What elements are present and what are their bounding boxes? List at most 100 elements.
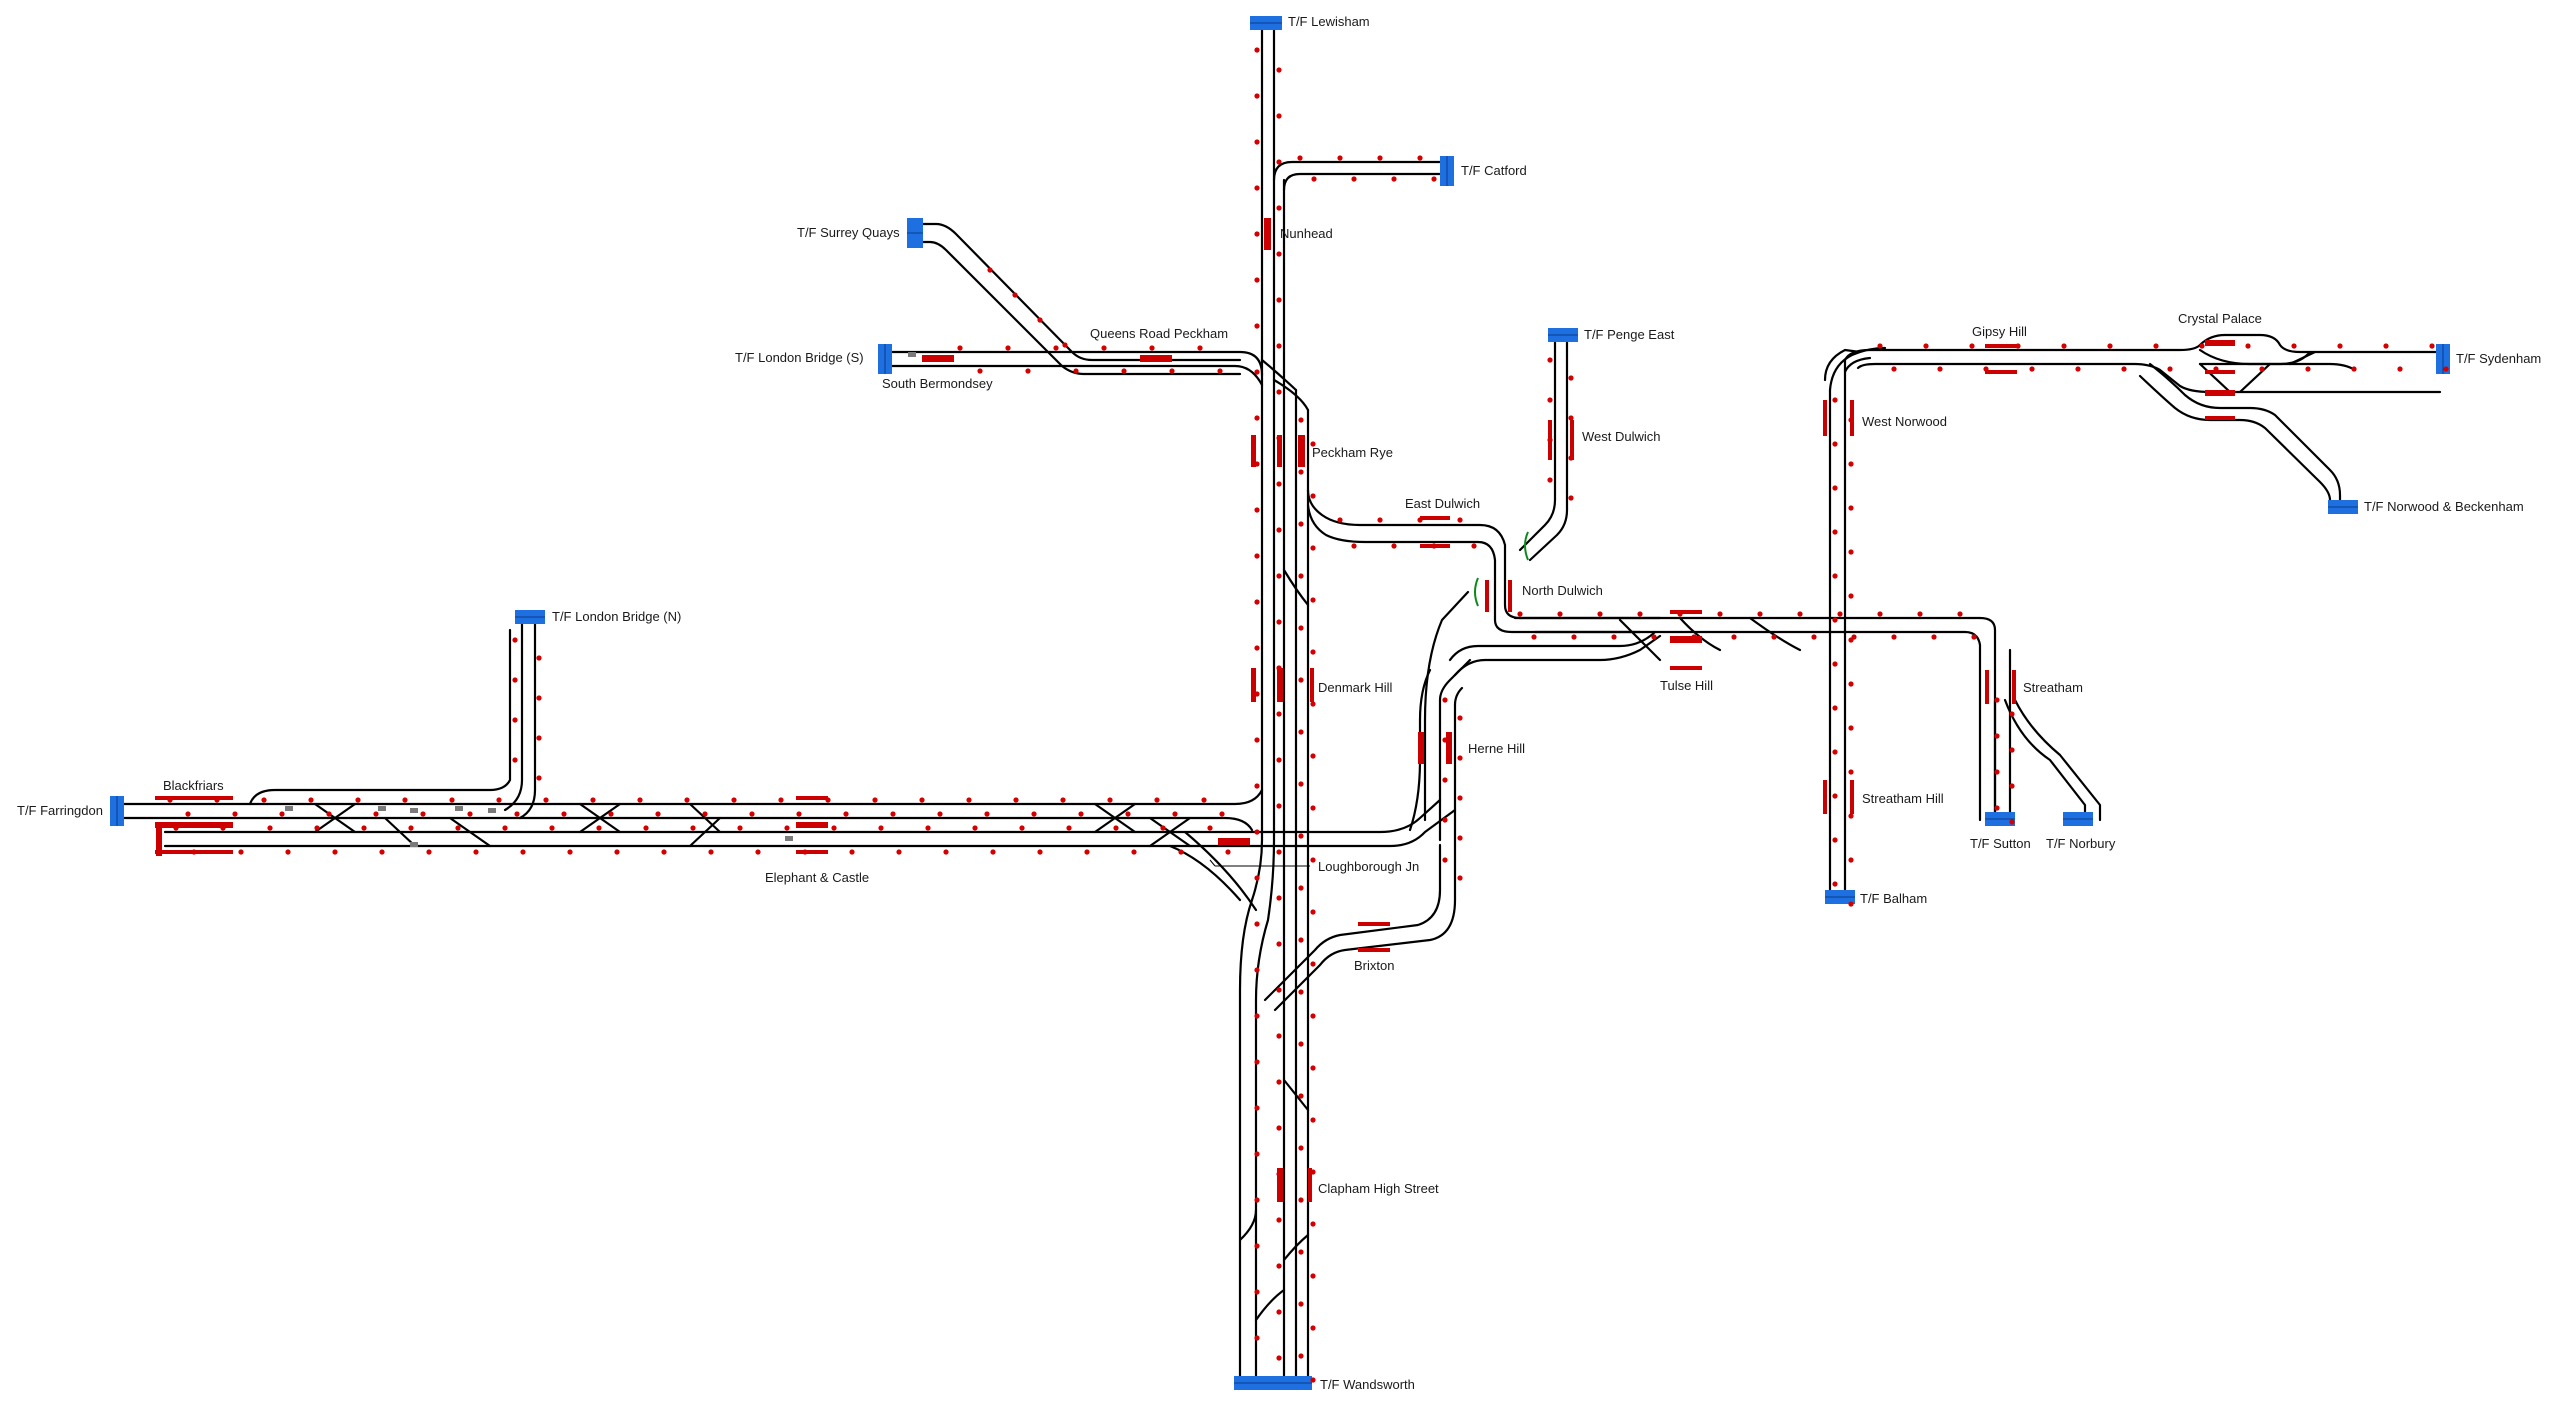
signal-98[interactable] — [173, 825, 179, 831]
signal-119[interactable] — [426, 849, 432, 855]
signal-60[interactable] — [1298, 469, 1304, 475]
signal-102[interactable] — [220, 825, 226, 831]
signal-75[interactable] — [1310, 857, 1316, 863]
signal-152[interactable] — [825, 797, 831, 803]
signal-143[interactable] — [708, 849, 714, 855]
signal-29[interactable] — [1276, 711, 1282, 717]
signal-145[interactable] — [749, 811, 755, 817]
signal-274[interactable] — [1832, 485, 1838, 491]
signal-27[interactable] — [1276, 665, 1282, 671]
signal-256[interactable] — [2153, 343, 2159, 349]
label-lewisham[interactable]: T/F Lewisham — [1288, 14, 1370, 29]
signal-311[interactable] — [1457, 875, 1463, 881]
signal-151[interactable] — [802, 849, 808, 855]
signal-28[interactable] — [1254, 691, 1260, 697]
signal-25[interactable] — [1276, 619, 1282, 625]
signal-147[interactable] — [755, 849, 761, 855]
signal-153[interactable] — [843, 811, 849, 817]
signal-182[interactable] — [1160, 825, 1166, 831]
signal-14[interactable] — [1254, 369, 1260, 375]
signal-30[interactable] — [1254, 737, 1260, 743]
signal-127[interactable] — [520, 849, 526, 855]
signal-314[interactable] — [512, 677, 518, 683]
signal-246[interactable] — [1923, 343, 1929, 349]
signal-242[interactable] — [1957, 611, 1963, 617]
signal-187[interactable] — [1225, 849, 1231, 855]
signal-3[interactable] — [1276, 113, 1282, 119]
signal-217[interactable] — [1431, 543, 1437, 549]
signal-177[interactable] — [1125, 811, 1131, 817]
signal-100[interactable] — [214, 797, 220, 803]
signal-123[interactable] — [473, 849, 479, 855]
signal-301[interactable] — [2009, 819, 2015, 825]
label-balham[interactable]: T/F Balham — [1860, 891, 1927, 906]
signal-45[interactable] — [1276, 1079, 1282, 1085]
signal-310[interactable] — [1442, 857, 1448, 863]
signal-223[interactable] — [1571, 634, 1577, 640]
signal-172[interactable] — [1060, 797, 1066, 803]
signal-278[interactable] — [1832, 573, 1838, 579]
signal-215[interactable] — [1391, 543, 1397, 549]
signal-107[interactable] — [285, 849, 291, 855]
signal-155[interactable] — [849, 849, 855, 855]
signal-34[interactable] — [1254, 829, 1260, 835]
signal-294[interactable] — [1994, 697, 2000, 703]
signal-244[interactable] — [1877, 343, 1883, 349]
signal-110[interactable] — [314, 825, 320, 831]
signal-271[interactable] — [1848, 417, 1854, 423]
signal-32[interactable] — [1254, 783, 1260, 789]
signal-312[interactable] — [512, 637, 518, 643]
signal-322[interactable] — [1547, 397, 1553, 403]
signal-273[interactable] — [1848, 461, 1854, 467]
signal-272[interactable] — [1832, 441, 1838, 447]
signal-194[interactable] — [1101, 345, 1107, 351]
signal-111[interactable] — [332, 849, 338, 855]
signal-325[interactable] — [1568, 455, 1574, 461]
signal-54[interactable] — [1254, 1289, 1260, 1295]
signal-302[interactable] — [1442, 697, 1448, 703]
signal-263[interactable] — [2305, 366, 2311, 372]
signal-18[interactable] — [1254, 461, 1260, 467]
signal-71[interactable] — [1310, 753, 1316, 759]
signal-289[interactable] — [1848, 813, 1854, 819]
signal-85[interactable] — [1310, 1117, 1316, 1123]
signal-238[interactable] — [1877, 611, 1883, 617]
signal-303[interactable] — [1457, 715, 1463, 721]
signal-43[interactable] — [1276, 1033, 1282, 1039]
signal-10[interactable] — [1254, 277, 1260, 283]
signal-254[interactable] — [2107, 343, 2113, 349]
signal-64[interactable] — [1298, 573, 1304, 579]
signal-262[interactable] — [2291, 343, 2297, 349]
signal-176[interactable] — [1107, 797, 1113, 803]
signal-276[interactable] — [1832, 529, 1838, 535]
signal-47[interactable] — [1276, 1125, 1282, 1131]
signal-24[interactable] — [1254, 599, 1260, 605]
signal-173[interactable] — [1078, 811, 1084, 817]
signal-31[interactable] — [1276, 757, 1282, 763]
label-farringdon[interactable]: T/F Farringdon — [17, 803, 103, 818]
signal-15[interactable] — [1276, 389, 1282, 395]
signal-306[interactable] — [1442, 777, 1448, 783]
signal-88[interactable] — [1298, 1197, 1304, 1203]
signal-53[interactable] — [1276, 1263, 1282, 1269]
label-sydenham[interactable]: T/F Sydenham — [2456, 351, 2541, 366]
signal-20[interactable] — [1254, 507, 1260, 513]
signal-48[interactable] — [1254, 1151, 1260, 1157]
label-norwood-beckenham[interactable]: T/F Norwood & Beckenham — [2364, 499, 2524, 514]
signal-158[interactable] — [878, 825, 884, 831]
signal-130[interactable] — [549, 825, 555, 831]
signal-265[interactable] — [2351, 366, 2357, 372]
signal-11[interactable] — [1276, 297, 1282, 303]
signal-211[interactable] — [1062, 342, 1068, 348]
signal-115[interactable] — [379, 849, 385, 855]
signal-148[interactable] — [778, 797, 784, 803]
signal-213[interactable] — [1351, 543, 1357, 549]
signal-186[interactable] — [1207, 825, 1213, 831]
signal-210[interactable] — [1037, 317, 1043, 323]
signal-164[interactable] — [966, 797, 972, 803]
signal-207[interactable] — [1431, 176, 1437, 182]
signal-66[interactable] — [1298, 625, 1304, 631]
signal-279[interactable] — [1848, 593, 1854, 599]
signal-259[interactable] — [2213, 366, 2219, 372]
signal-95[interactable] — [1310, 1377, 1316, 1383]
